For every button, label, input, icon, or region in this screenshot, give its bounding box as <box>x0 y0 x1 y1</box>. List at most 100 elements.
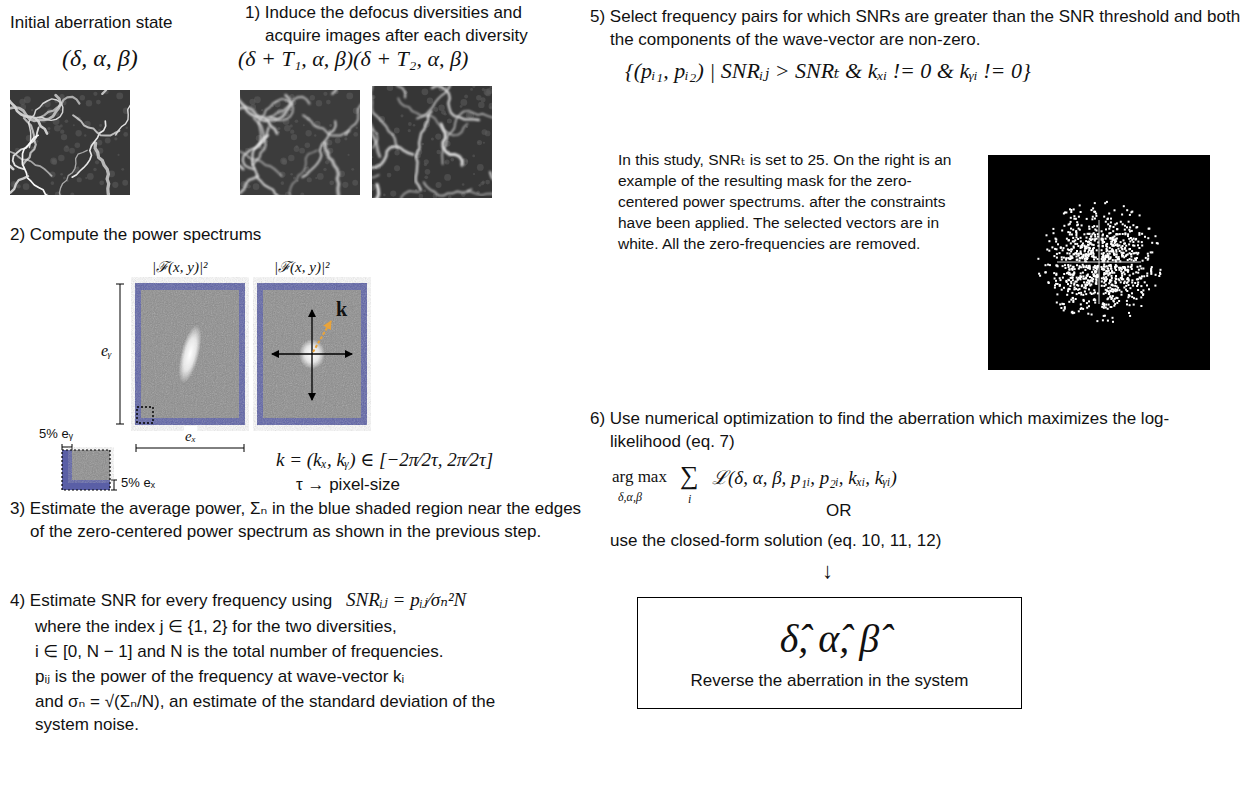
selected-frequency <box>1108 304 1110 306</box>
selected-frequency <box>1073 208 1075 210</box>
background-grain <box>282 160 287 165</box>
selected-frequency <box>1089 242 1091 244</box>
background-grain <box>470 88 473 91</box>
selected-frequency <box>1086 307 1088 309</box>
background-grain <box>483 142 485 144</box>
selected-frequency <box>1096 225 1098 227</box>
selected-frequency <box>1095 272 1097 274</box>
selected-frequency <box>1087 313 1089 315</box>
selected-frequency <box>1096 276 1098 278</box>
selected-frequency <box>1056 293 1058 295</box>
selected-frequency <box>1110 266 1112 268</box>
background-grain <box>444 174 451 181</box>
selected-frequency <box>1140 291 1142 293</box>
selected-frequency <box>1117 245 1119 247</box>
background-grain <box>254 96 261 103</box>
background-grain <box>95 160 99 164</box>
background-grain <box>485 180 490 185</box>
selected-frequency <box>1103 269 1105 271</box>
selected-frequency <box>1121 214 1123 216</box>
image-ground <box>372 86 492 198</box>
selected-frequency <box>1112 291 1114 293</box>
selected-frequency <box>1110 267 1112 269</box>
selected-frequency <box>1107 254 1109 256</box>
selected-frequency <box>1118 289 1120 291</box>
selected-frequency <box>1109 287 1111 289</box>
selected-frequency <box>1093 275 1095 277</box>
background-grain <box>444 113 447 116</box>
selected-frequency <box>1076 256 1078 258</box>
selected-frequency <box>1044 271 1046 273</box>
selected-frequency <box>1120 270 1122 272</box>
selected-frequency <box>1141 241 1143 243</box>
selected-frequency <box>1096 275 1098 277</box>
selected-frequency <box>1119 233 1121 235</box>
note-text: OR <box>826 500 852 523</box>
selected-frequency <box>1109 279 1111 281</box>
selected-frequency <box>1121 294 1123 296</box>
bright-filament <box>10 176 38 195</box>
selected-frequency <box>1103 264 1105 266</box>
background-grain <box>118 154 120 156</box>
selected-frequency <box>1124 232 1126 234</box>
caption-text: Initial aberration state <box>10 12 173 35</box>
selected-frequency <box>1094 302 1096 304</box>
selected-frequency <box>1072 279 1074 281</box>
selected-frequency <box>1127 269 1129 271</box>
selected-frequency <box>1079 288 1081 290</box>
zero-frequency-axis <box>1099 220 1100 304</box>
selected-frequency <box>1147 259 1149 261</box>
selected-frequency <box>1085 254 1087 256</box>
selected-frequency <box>1039 275 1041 277</box>
selected-frequency <box>1061 259 1063 261</box>
selected-frequency <box>1063 225 1065 227</box>
math-expression: ∑ <box>680 458 699 493</box>
background-grain <box>75 142 81 148</box>
selected-frequency <box>1150 251 1152 253</box>
selected-frequency <box>1070 274 1072 276</box>
selected-frequency <box>1072 297 1074 299</box>
selected-frequency <box>1106 249 1108 251</box>
selected-frequency <box>1117 257 1119 259</box>
background-grain <box>305 130 311 136</box>
selected-frequency <box>1104 256 1106 258</box>
selected-frequency <box>1069 285 1071 287</box>
selected-frequency <box>1073 246 1075 248</box>
selected-frequency <box>1089 285 1091 287</box>
bright-filament <box>240 165 243 195</box>
math-subscript: δ,α,β <box>618 489 642 505</box>
selected-frequency <box>1080 292 1082 294</box>
selected-frequency <box>1144 281 1146 283</box>
selected-frequency <box>1072 312 1074 314</box>
bright-filament <box>116 90 130 135</box>
selected-frequency <box>1140 285 1142 287</box>
selected-frequency <box>1122 278 1124 280</box>
selected-frequency <box>1155 274 1157 276</box>
selected-frequency <box>1072 277 1074 279</box>
selected-frequency <box>1101 258 1103 260</box>
background-grain <box>421 143 424 146</box>
selected-frequency <box>1078 216 1080 218</box>
speckle-image <box>372 86 492 198</box>
selected-frequency <box>1111 241 1113 243</box>
selected-frequency <box>1111 275 1113 277</box>
selected-frequency <box>1137 281 1139 283</box>
selected-frequency <box>1105 276 1107 278</box>
bright-filament <box>416 111 432 190</box>
background-grain <box>114 137 117 140</box>
selected-frequency <box>1067 231 1069 233</box>
selected-frequency <box>1131 239 1133 241</box>
inset-noise <box>72 450 110 480</box>
selected-frequency <box>1107 268 1109 270</box>
selected-frequency <box>1093 266 1095 268</box>
selected-frequency <box>1088 249 1090 251</box>
selected-frequency <box>1107 218 1109 220</box>
selected-frequency <box>1150 271 1152 273</box>
inset-outline <box>62 450 110 490</box>
background-grain <box>84 134 86 136</box>
selected-frequency <box>1151 242 1153 244</box>
step-text: pᵢⱼ is the power of the frequency at wav… <box>35 666 404 689</box>
selected-frequency <box>1140 305 1142 307</box>
background-grain <box>288 155 295 162</box>
selected-frequency <box>1057 243 1059 245</box>
